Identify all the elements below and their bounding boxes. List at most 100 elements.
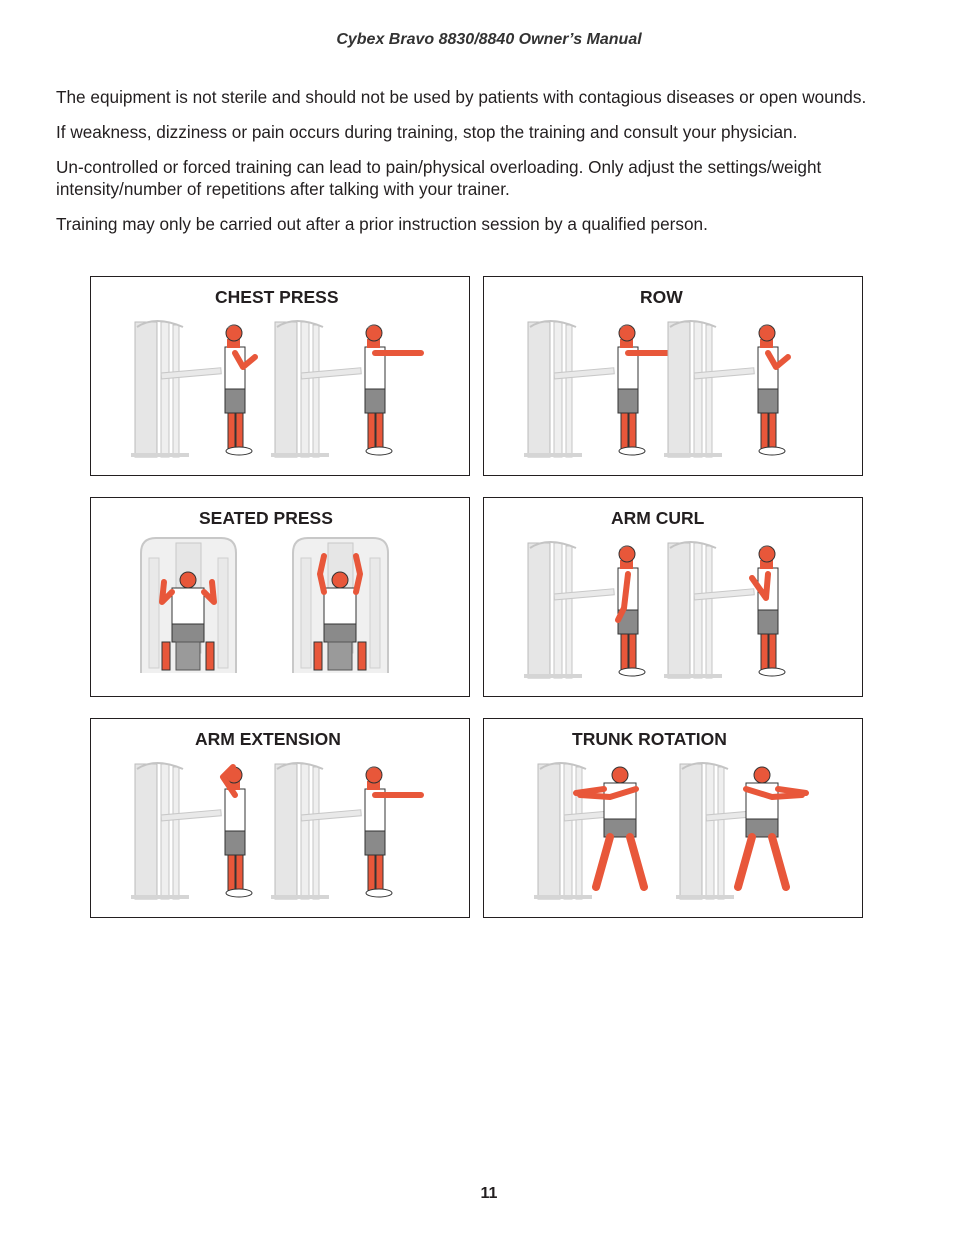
machine-tower: [667, 542, 691, 679]
person-head: [753, 766, 771, 784]
person-shoe: [758, 667, 786, 677]
person-hair: [619, 546, 635, 550]
machine-frame-top: [276, 320, 324, 328]
machine-column: [693, 542, 703, 679]
person-leg: [760, 412, 769, 450]
machine-frame-top: [669, 541, 717, 549]
person-arm: [765, 350, 791, 370]
exercise-title: ARM CURL: [611, 508, 705, 528]
person-hair: [759, 546, 775, 550]
person-arm: [743, 786, 805, 800]
machine-frame-top: [276, 762, 324, 770]
exercise-figure: [524, 541, 646, 679]
person-shorts: [757, 388, 779, 414]
machine-column: [172, 324, 180, 458]
exercise-panel-chest-press: CHEST PRESS: [90, 276, 470, 476]
person-arm: [353, 553, 363, 595]
machine-column: [553, 542, 563, 679]
machine-tower: [274, 763, 298, 900]
person-shorts: [757, 609, 779, 635]
exercise-title: ROW: [640, 287, 683, 307]
exercise-figure: [271, 320, 424, 458]
exercise-figure: [676, 762, 809, 900]
arm-extension-illustration: [131, 762, 424, 900]
person-leg: [734, 833, 756, 891]
machine-column: [717, 766, 725, 900]
machine-frame-top: [136, 762, 184, 770]
person-leg: [768, 633, 777, 671]
machine-tower: [527, 542, 551, 679]
machine-frame-top: [529, 320, 577, 328]
exercise-title: ARM EXTENSION: [195, 729, 341, 749]
person-shorts: [617, 388, 639, 414]
machine-arm: [300, 367, 362, 380]
person-shoe: [225, 888, 253, 898]
machine-base: [664, 453, 722, 457]
person-neck: [760, 560, 773, 569]
person-shorts: [364, 830, 386, 856]
machine-column: [300, 321, 310, 458]
exercise-panel-arm-curl: ARM CURL: [483, 497, 863, 697]
machine-column: [565, 545, 573, 679]
person-neck: [367, 781, 380, 790]
person-shorts: [171, 623, 205, 643]
person-neck: [227, 339, 240, 348]
person-arm: [615, 571, 631, 623]
machine-column: [705, 763, 715, 900]
person-neck: [367, 339, 380, 348]
machine-arm: [160, 367, 222, 380]
machine-column: [705, 324, 713, 458]
seat: [327, 641, 353, 671]
machine-base: [524, 453, 582, 457]
person-leg: [313, 641, 323, 671]
person-leg: [620, 633, 629, 671]
person-arm: [775, 786, 809, 796]
person-leg: [227, 854, 236, 892]
machine-frame-top: [136, 320, 184, 328]
person-leg: [628, 412, 637, 450]
exercise-figure: [664, 541, 786, 679]
manual-title: Cybex Bravo 8830/8840 Owner’s Manual: [336, 31, 642, 48]
machine-tower: [537, 763, 561, 900]
exercise-figure: [524, 320, 677, 458]
person-shoe: [618, 667, 646, 677]
person-leg: [375, 854, 384, 892]
machine-column: [553, 321, 563, 458]
machine-column: [563, 763, 573, 900]
person-arm: [201, 579, 217, 605]
person-arm: [317, 553, 327, 595]
person-arm: [220, 764, 238, 798]
machine-base: [131, 453, 189, 457]
person-hair: [226, 325, 242, 329]
machine-base: [664, 674, 722, 678]
exercise-figure: [140, 537, 237, 673]
exercise-figure: [534, 762, 648, 900]
arm-curl-illustration: [524, 541, 786, 679]
person-shorts: [224, 388, 246, 414]
exercise-figure: [131, 320, 258, 458]
machine-column: [217, 557, 229, 669]
machine-column: [565, 324, 573, 458]
person-shorts: [323, 623, 357, 643]
person-shorts: [364, 388, 386, 414]
row-illustration: [524, 320, 791, 458]
machine-frame-top: [669, 320, 717, 328]
paragraph-overloading: Un-controlled or forced training can lea…: [56, 157, 822, 199]
person-arm: [749, 571, 771, 601]
trunk-rotation-illustration: [534, 762, 809, 900]
machine-frame-top: [529, 541, 577, 549]
page-number: 11: [480, 1185, 498, 1202]
person-leg: [626, 833, 648, 891]
person-shoe: [365, 888, 393, 898]
person-leg: [161, 641, 171, 671]
chest-press-illustration: [131, 320, 424, 458]
exercise-figure: [131, 762, 253, 900]
machine-column: [369, 557, 381, 669]
person-head: [179, 571, 197, 589]
machine-column: [148, 557, 160, 669]
machine-tower: [274, 321, 298, 458]
person-arm: [232, 350, 258, 370]
person-leg: [235, 854, 244, 892]
paragraph-sterile: The equipment is not sterile and should …: [56, 87, 867, 107]
person-shoe: [365, 446, 393, 456]
